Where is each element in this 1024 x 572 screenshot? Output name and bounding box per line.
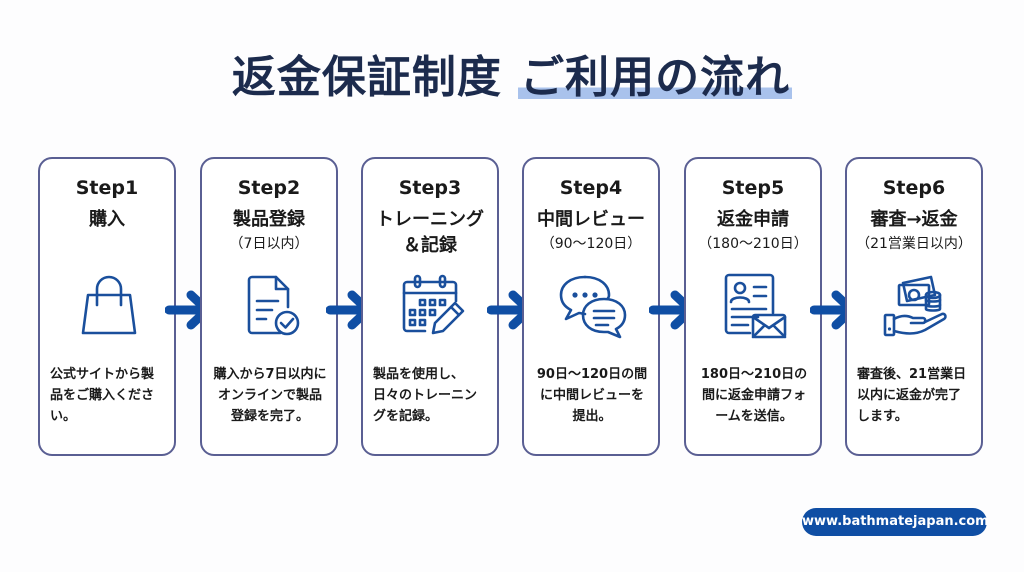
step-number: Step3 [398,177,462,199]
step-number: Step4 [559,177,623,199]
form-envelope-icon [720,271,790,341]
step-description: 90日〜120日の間に中間レビューを提出。 [536,367,648,424]
step-name-text: 審査→返金 [870,209,958,230]
step-description: 審査後、21営業日以内に返金が完了します。 [857,367,967,424]
step-description: 製品を使用し、日々のトレーニングを記録。 [373,367,478,424]
step-name: 返金申請 （180〜210日） [686,207,820,255]
step-name-text: 返金申請 [717,209,789,230]
step-period: （21営業日以内） [856,236,972,252]
step-number: Step1 [75,177,139,199]
step-period: （90〜120日） [540,236,642,252]
step-card-5: Step5 返金申請 （180〜210日） 180日〜210日の間に返金申請フォー… [684,157,822,456]
title-wrap: 返金保証制度 ご利用の流れ [0,48,1024,108]
step-card-1: Step1 購入 公式サイトから製品をご購入ください。 [38,157,176,456]
step-name-text: 製品登録 [233,209,305,230]
calendar-pencil-icon [397,271,467,341]
step-name: 中間レビュー （90〜120日） [524,207,658,255]
step-name-line1: トレーニング [376,209,484,230]
shopping-bag-icon [74,271,144,341]
title-main: 返金保証制度 [231,52,519,103]
step-card-2: Step2 製品登録 （7日以内） 購入から7日以内にオンラインで製品登録を完了。 [200,157,338,456]
hand-money-icon [881,271,951,341]
step-number: Step5 [721,177,785,199]
step-name-text: 購入 [89,209,125,230]
step-description: 180日〜210日の間に返金申請フォームを送信。 [700,367,808,424]
step-name: トレーニング ＆記録 [363,207,497,259]
step-card-4: Step4 中間レビュー （90〜120日） 90日〜120日の間に中間レビューを… [522,157,660,456]
chat-bubbles-icon [558,271,628,341]
step-card-6: Step6 審査→返金 （21営業日以内） 審査後、21営業日以内に返金が完了しま… [845,157,983,456]
step-number: Step6 [882,177,946,199]
document-check-icon [236,271,306,341]
step-name-line2: ＆記録 [403,235,457,256]
step-number: Step2 [237,177,301,199]
step-period: （7日以内） [229,236,309,252]
website-url-badge[interactable]: www.bathmatejapan.com [802,508,989,536]
step-name: 製品登録 （7日以内） [202,207,336,255]
step-name: 購入 [40,207,174,233]
step-name: 審査→返金 （21営業日以内） [847,207,981,255]
step-description: 購入から7日以内にオンラインで製品登録を完了。 [213,367,327,424]
title-highlight: ご利用の流れ [518,52,793,103]
page-title: 返金保証制度 ご利用の流れ [231,48,793,108]
step-name-text: 中間レビュー [537,209,645,230]
step-period: （180〜210日） [698,236,808,252]
step-card-3: Step3 トレーニング ＆記録 製品を使用し、日々のトレーニングを記録。 [361,157,499,456]
step-description: 公式サイトから製品をご購入ください。 [50,367,155,424]
